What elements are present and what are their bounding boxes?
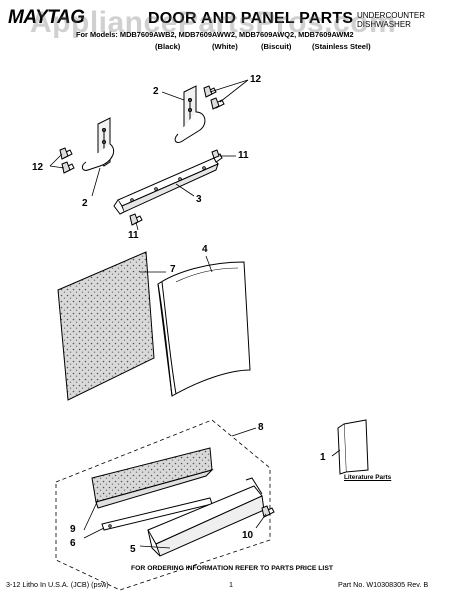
callout-12-lower: 12 [32, 162, 44, 173]
page-title: DOOR AND PANEL PARTS [148, 10, 354, 27]
color-white: (White) [212, 42, 238, 51]
outer-door-panel [157, 261, 251, 397]
color-biscuit: (Biscuit) [261, 42, 292, 51]
callout-3: 3 [196, 194, 202, 205]
brand-logo: MAYTAG [8, 7, 85, 28]
mounting-bracket-right [174, 85, 206, 143]
kickplate-insulation [91, 447, 214, 509]
callout-8: 8 [258, 422, 264, 433]
color-stainless: (Stainless Steel) [312, 42, 371, 51]
screw-10 [261, 505, 275, 518]
literature-booklet [337, 419, 369, 475]
mounting-bracket-left [81, 117, 115, 171]
leader-lines [49, 79, 341, 549]
callout-1: 1 [320, 452, 326, 463]
callout-2-lower: 2 [82, 198, 88, 209]
product-type: UNDERCOUNTER DISHWASHER [357, 11, 425, 29]
callout-5: 5 [130, 544, 136, 555]
callout-2-upper: 2 [153, 86, 159, 97]
kickplate-group-outline [55, 419, 271, 591]
screw-12-lower [59, 147, 75, 174]
callout-11-lower: 11 [128, 230, 139, 241]
callout-6: 6 [70, 538, 76, 549]
insulation-pad [57, 251, 155, 401]
door-rail [113, 157, 219, 215]
callout-12-upper: 12 [250, 74, 262, 85]
screw-12-upper [203, 85, 225, 110]
callout-4: 4 [202, 244, 208, 255]
part-number: Part No. W10308305 Rev. B [338, 580, 429, 589]
ordering-note: FOR ORDERING INFORMATION REFER TO PARTS … [130, 565, 334, 572]
product-line-2: DISHWASHER [357, 20, 411, 29]
callout-9: 9 [70, 524, 76, 535]
page-number: 1 [229, 580, 233, 589]
literature-parts-label: Literature Parts [344, 474, 392, 481]
callout-10: 10 [242, 530, 254, 541]
model-list: For Models: MDB7609AWB2, MDB7609AWW2, MD… [76, 30, 354, 39]
litho-info: 3-12 Litho In U.S.A. (JCB) (psw) [6, 580, 109, 589]
callout-11-upper: 11 [238, 150, 249, 161]
kickplate-panel [147, 477, 265, 557]
product-line-1: UNDERCOUNTER [357, 11, 425, 20]
callout-7: 7 [170, 264, 176, 275]
screw-11 [129, 149, 223, 226]
color-black: (Black) [155, 42, 181, 51]
